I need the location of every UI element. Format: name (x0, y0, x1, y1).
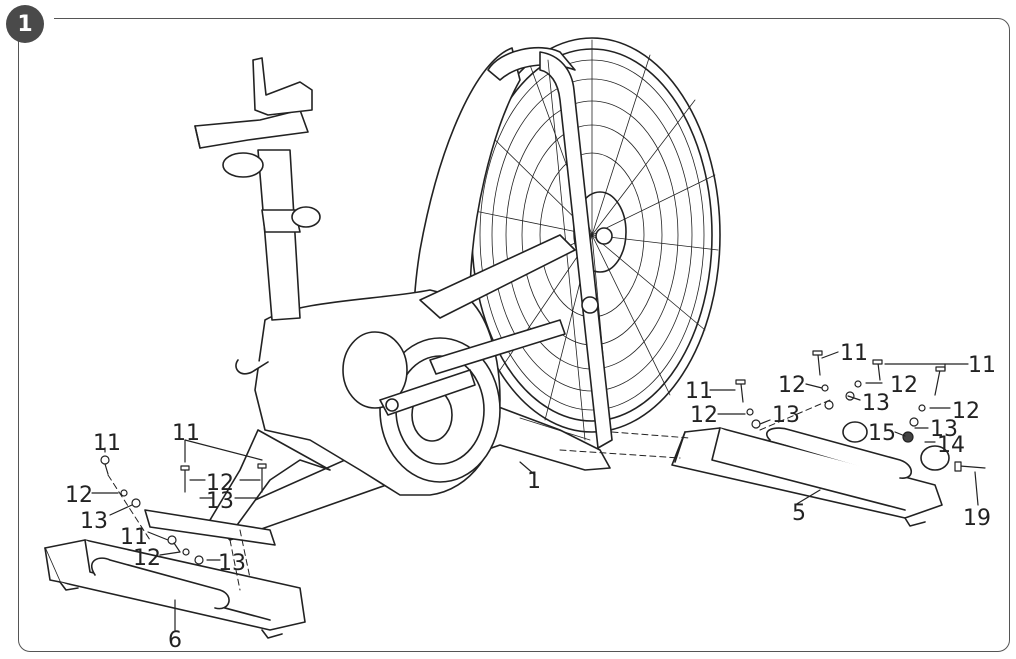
bolt-icon (934, 366, 946, 396)
callout-12: 12 (890, 373, 918, 398)
callout-11: 11 (968, 353, 996, 378)
washer-icon (845, 380, 862, 401)
callout-labels: 1 5 6 11 12 13 11 12 13 11 12 13 11 12 1… (65, 341, 996, 653)
callout-13: 13 (218, 551, 246, 576)
bolt-icon (872, 359, 883, 381)
callout-5: 5 (792, 501, 806, 526)
callout-12: 12 (206, 471, 234, 496)
callout-13: 13 (80, 509, 108, 534)
bolt-icon (167, 535, 181, 553)
washer-icon (746, 408, 761, 429)
callout-11: 11 (93, 431, 121, 456)
callout-13: 13 (930, 417, 958, 442)
bolt-icon (954, 461, 986, 472)
callout-13: 13 (206, 489, 234, 514)
rear-stabilizer-part-6 (44, 509, 306, 639)
hardware-set (100, 350, 986, 565)
washer-icon (120, 489, 141, 508)
callout-11: 11 (120, 525, 148, 550)
bolt-icon (180, 465, 190, 493)
nut-icon (902, 431, 914, 443)
bolt-icon (812, 350, 823, 376)
main-frame (194, 57, 611, 541)
washer-icon (821, 384, 834, 410)
callout-12: 12 (778, 373, 806, 398)
callout-6: 6 (168, 628, 182, 653)
callout-13: 13 (772, 403, 800, 428)
callout-11: 11 (172, 421, 200, 446)
diagram-frame (18, 18, 1010, 652)
step-number-badge: 1 (6, 5, 44, 43)
alignment-guides (107, 399, 831, 591)
bolt-icon (735, 379, 746, 403)
callout-14: 14 (937, 433, 965, 458)
front-stabilizer-part-5 (671, 421, 950, 527)
bolt-icon (257, 463, 267, 493)
callout-13: 13 (862, 391, 890, 416)
washer-icon (909, 404, 926, 427)
callout-12: 12 (690, 403, 718, 428)
callout-11: 11 (685, 379, 713, 404)
callout-12: 12 (133, 546, 161, 571)
callout-12: 12 (952, 399, 980, 424)
callout-19: 19 (963, 506, 991, 531)
callout-11: 11 (840, 341, 868, 366)
callout-1: 1 (527, 469, 541, 494)
callout-leaders (91, 351, 979, 631)
callout-15: 15 (868, 421, 896, 446)
callout-12: 12 (65, 483, 93, 508)
washer-icon (182, 548, 204, 565)
bolt-icon (100, 455, 110, 475)
